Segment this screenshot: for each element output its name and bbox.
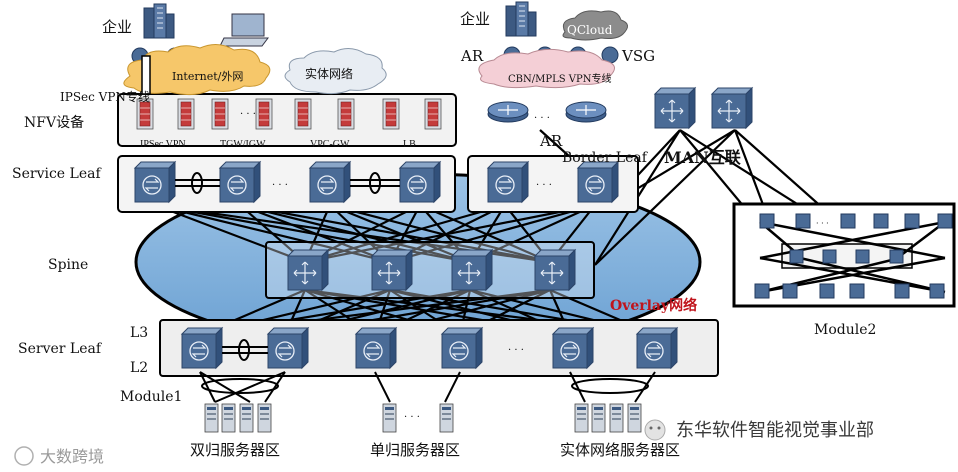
dual-home-label: 双归服务器区 [190, 441, 280, 459]
physical-servers [574, 403, 642, 433]
module2-mesh [759, 220, 946, 294]
cbn-cloud [478, 48, 615, 89]
module1-label: Module1 [120, 389, 182, 405]
nfv-box [117, 93, 457, 147]
laptop-icon [219, 13, 269, 47]
internet-label: Internet/外网 [172, 70, 243, 83]
ipsec-vpn-pipe [141, 55, 151, 95]
single-home-label: 单归服务器区 [370, 441, 460, 459]
ar-bottom-label: AR [539, 132, 563, 150]
ipsec-vpn-line-label: IPSec VPN专线 [60, 89, 150, 104]
service-leaf-ellipsis-2: · · · [536, 180, 552, 191]
physical-network-cloud [284, 48, 387, 95]
module2-ellipsis: · · · [816, 219, 829, 228]
border-leaf-label: Border Leaf [562, 150, 649, 166]
mesh-links [154, 129, 871, 337]
nfv-label-tgw: TGW/IGW [220, 139, 266, 150]
enterprise-right-label: 企业 [460, 10, 490, 28]
service-leaf-peer-links [175, 172, 400, 194]
ar-ellipsis: · · · [534, 113, 550, 124]
nfv-ellipsis: · · · [240, 109, 256, 120]
service-leaf-box-left [117, 155, 456, 213]
physical-server-label: 实体网络服务器区 [560, 441, 680, 459]
service-leaf-label: Service Leaf [12, 166, 102, 182]
dual-home-servers [204, 403, 272, 433]
module2-label: Module2 [814, 322, 876, 338]
service-leaf-ellipsis-1: · · · [272, 180, 288, 191]
spine-box [265, 241, 595, 299]
server-leaf-peer-links [222, 339, 268, 361]
module2-top-switches [759, 213, 953, 229]
vsg-label: VSG [621, 47, 655, 65]
man-label: MAN互联 [664, 148, 741, 167]
spine-label: Spine [48, 257, 88, 273]
module2-spine-switches [789, 249, 904, 264]
nfv-label-vpcgw: VPC-GW [310, 139, 350, 150]
server-leaf-ellipsis: · · · [508, 345, 524, 356]
single-home-ellipsis: · · · [404, 412, 420, 423]
enterprise-left-label: 企业 [102, 18, 132, 36]
server-leaf-label: Server Leaf [18, 341, 103, 357]
watermark-logo-icon [644, 419, 666, 441]
internet-cloud [123, 44, 271, 96]
cbn-mpls-label: CBN/MPLS VPN专线 [508, 72, 611, 85]
watermark-left: 大数跨境 [40, 447, 104, 466]
ar-top-label: AR [460, 47, 484, 65]
man-switches [654, 87, 753, 129]
l2-label: L2 [130, 360, 148, 376]
nfv-label-ipsec: IPSec VPN [140, 139, 186, 150]
module2-bottom-switches [754, 283, 945, 299]
enterprise-left-building [143, 3, 175, 39]
l3-label: L3 [130, 325, 148, 341]
nfv-label-lb: LB [403, 139, 416, 150]
enterprise-right-building [505, 1, 537, 37]
qcloud-cloud [562, 10, 628, 41]
nfv-devices-label: NFV设备 [24, 114, 84, 131]
server-links [199, 371, 656, 403]
overlay-label: Overlay网络 [610, 297, 697, 314]
physical-network-cloud-label: 实体网络 [305, 66, 353, 81]
qcloud-label: QCloud [567, 23, 613, 37]
watermark-left-icon [14, 446, 34, 466]
watermark-right: 东华软件智能视觉事业部 [676, 420, 874, 441]
